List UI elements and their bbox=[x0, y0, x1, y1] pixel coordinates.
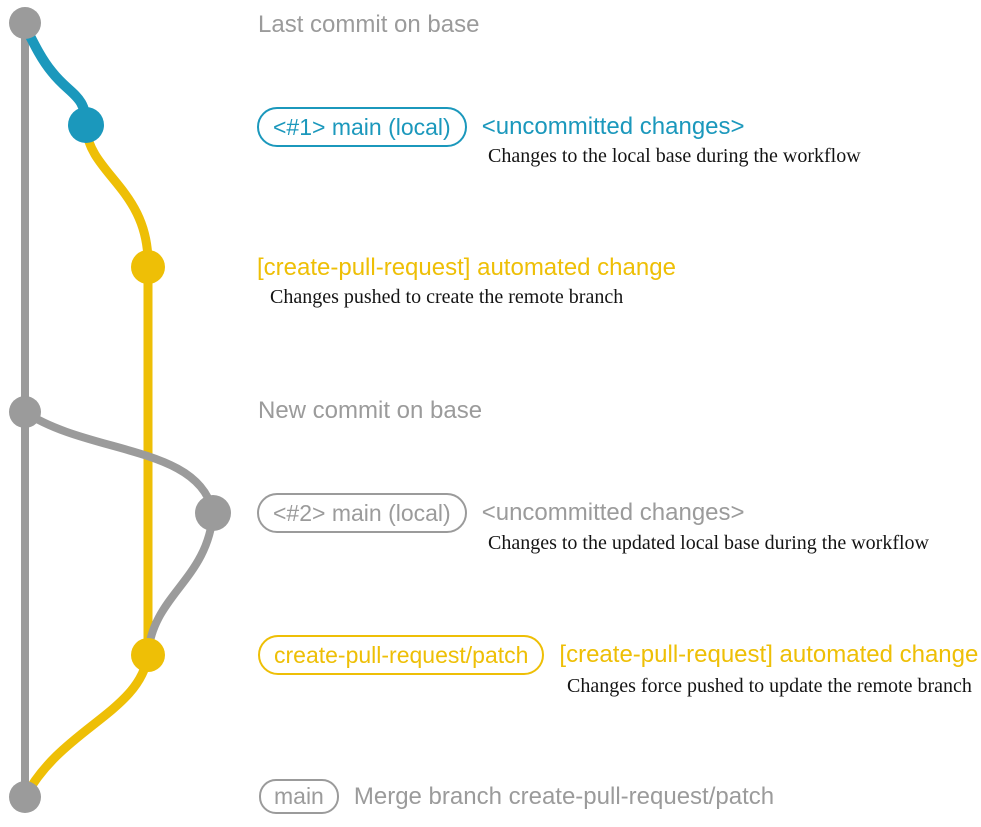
branch-badge-patch: create-pull-request/patch bbox=[258, 635, 545, 675]
commit-node-automated-2 bbox=[131, 638, 165, 672]
label-automated-change-1: [create-pull-request] automated change bbox=[257, 254, 676, 281]
local-to-patch-curve bbox=[144, 509, 217, 659]
label-merge-branch: Merge branch create-pull-request/patch bbox=[353, 782, 775, 810]
commit-node-uncommitted-2 bbox=[195, 495, 231, 531]
commit-node-merge bbox=[9, 781, 41, 813]
commit-node-uncommitted-1 bbox=[68, 107, 104, 143]
branch-badge-main: main bbox=[259, 779, 339, 814]
label-last-commit-on-base: Last commit on base bbox=[258, 11, 480, 38]
label-automated-change-2: [create-pull-request] automated change bbox=[559, 641, 979, 668]
description-uncommitted-changes-1: Changes to the local base during the wor… bbox=[488, 145, 861, 167]
commit-node-new-base bbox=[9, 396, 41, 428]
patch-to-base-merge-curve bbox=[20, 650, 153, 802]
branch-badge-main-local-1: <#1> main (local) bbox=[257, 107, 467, 147]
local-main-branch-curve bbox=[20, 21, 91, 130]
description-automated-change-1: Changes pushed to create the remote bran… bbox=[270, 286, 624, 308]
label-uncommitted-changes-1: <uncommitted changes> bbox=[481, 113, 745, 140]
git-graph bbox=[9, 7, 231, 813]
description-automated-change-2: Changes force pushed to update the remot… bbox=[567, 675, 972, 697]
patch-branch-create-curve bbox=[81, 123, 153, 272]
base-to-local-curve bbox=[21, 408, 217, 517]
commit-node-automated-1 bbox=[131, 250, 165, 284]
label-uncommitted-changes-2: <uncommitted changes> bbox=[481, 499, 745, 526]
commit-node-last-base bbox=[9, 7, 41, 39]
description-uncommitted-changes-2: Changes to the updated local base during… bbox=[488, 532, 929, 554]
label-new-commit-on-base: New commit on base bbox=[258, 397, 483, 424]
branch-badge-main-local-2: <#2> main (local) bbox=[257, 493, 467, 533]
